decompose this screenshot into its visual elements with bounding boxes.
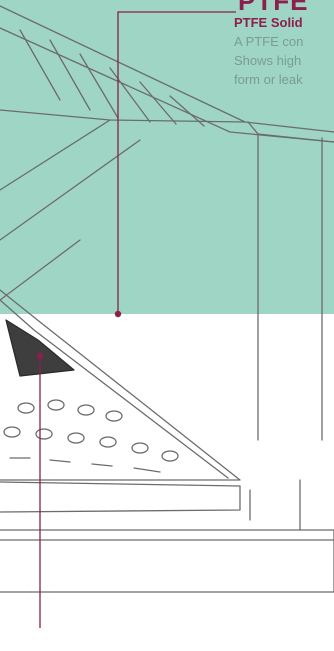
callout-dot-lower (37, 353, 43, 359)
caption-line: form or leak (234, 70, 334, 89)
base-slab-lower (0, 530, 334, 592)
callout-line-upper (118, 12, 236, 314)
base-slab-upper (0, 482, 240, 512)
callout-dot-upper (115, 311, 121, 317)
upper-panel-lower-edge (0, 110, 245, 122)
box-front-edge (248, 122, 258, 440)
callout-caption: PTFE Solid A PTFE con Shows high form or… (234, 15, 334, 89)
caption-heading: PTFE Solid (234, 15, 334, 30)
keypad-panel-outline (0, 290, 240, 480)
caption-line: Shows high (234, 51, 334, 70)
caption-line: A PTFE con (234, 32, 334, 51)
